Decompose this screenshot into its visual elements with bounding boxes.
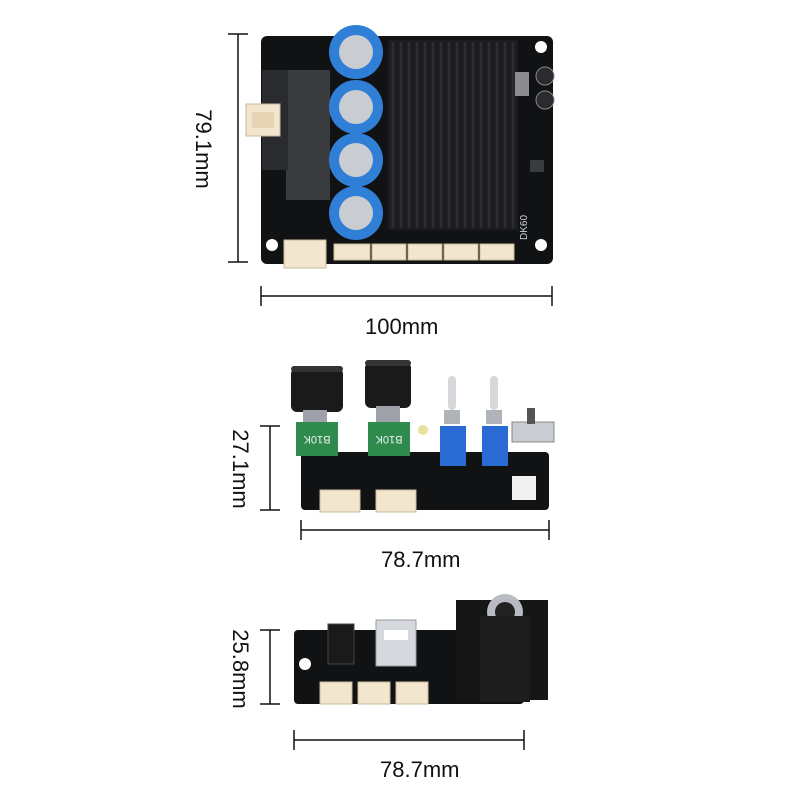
board-model-label: DK60 bbox=[519, 215, 530, 240]
control-board bbox=[291, 360, 555, 513]
board3-height-label: 25.8mm bbox=[228, 629, 253, 709]
volume-knob-1 bbox=[291, 366, 343, 456]
heatsink bbox=[388, 40, 518, 230]
dimension-lines-board3 bbox=[260, 629, 525, 750]
board3-width-label: 78.7mm bbox=[380, 757, 460, 782]
dimension-lines-board2 bbox=[260, 425, 550, 540]
input-board bbox=[294, 594, 548, 705]
board2-width-label: 78.7mm bbox=[381, 547, 461, 572]
xlr-connector bbox=[456, 594, 548, 702]
board1-width-label: 100mm bbox=[365, 314, 439, 339]
bottom-connectors bbox=[283, 239, 515, 269]
toggle-switches bbox=[440, 376, 508, 466]
pot-label-2: B10K bbox=[375, 433, 403, 445]
volume-knob-2 bbox=[365, 360, 411, 456]
capacitors bbox=[329, 25, 383, 240]
amplifier-board bbox=[245, 25, 555, 269]
dimension-lines-board1 bbox=[228, 33, 553, 306]
board2-height-label: 27.1mm bbox=[228, 429, 253, 509]
pot-label-1: B10K bbox=[303, 433, 331, 445]
board1-height-label: 79.1mm bbox=[191, 109, 216, 189]
